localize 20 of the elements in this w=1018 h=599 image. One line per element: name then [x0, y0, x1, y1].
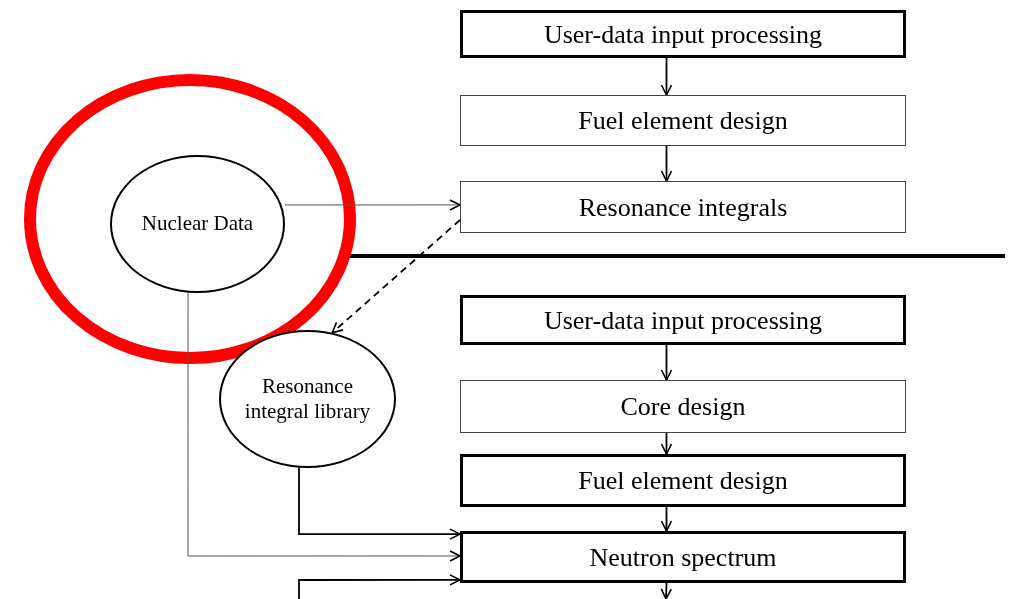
- process-box: Fuel element design: [460, 95, 906, 146]
- data-ellipse: Resonance integral library: [219, 330, 396, 468]
- arrow: [298, 574, 461, 599]
- dashed-arrow: [331, 219, 461, 334]
- process-box: Fuel element design: [460, 454, 906, 507]
- arrow: [284, 199, 461, 211]
- process-box: Core design: [460, 380, 906, 433]
- process-box: Neutron spectrum: [460, 531, 906, 583]
- arrow: [660, 582, 673, 599]
- process-box: Resonance integrals: [460, 181, 906, 233]
- data-ellipse: Nuclear Data: [110, 155, 285, 293]
- arrow: [660, 344, 673, 381]
- arrow: [187, 291, 461, 562]
- arrow: [660, 145, 673, 182]
- arrow: [660, 432, 673, 455]
- arrow: [298, 467, 461, 540]
- process-box: User-data input processing: [460, 10, 906, 58]
- arrow: [660, 57, 673, 96]
- process-box: User-data input processing: [460, 295, 906, 345]
- arrow: [660, 506, 673, 532]
